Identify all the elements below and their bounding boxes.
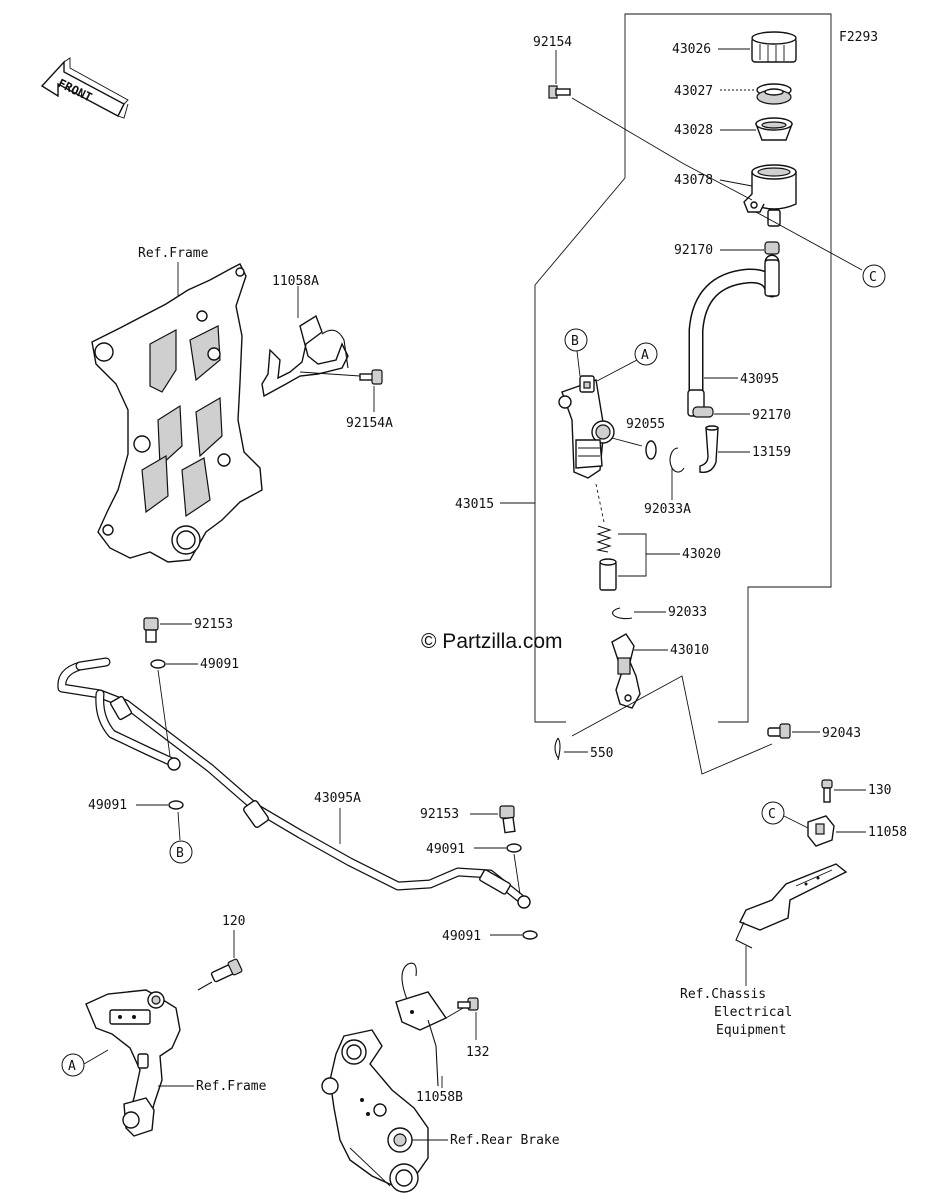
washer-49091-right-lower (522, 930, 538, 940)
svg-text:B: B (176, 846, 184, 861)
ref-circle-b-top: B (564, 328, 588, 352)
ref-rear-brake: Ref.Rear Brake (450, 1133, 560, 1148)
washer-49091-upper (150, 659, 166, 669)
bolt-130 (821, 779, 833, 803)
bolt-132 (457, 997, 479, 1011)
callout-92153-upper: 92153 (194, 617, 233, 632)
callout-92043: 92043 (822, 726, 861, 741)
clamp-11058 (807, 815, 835, 847)
rear-brake-caliper (321, 1029, 429, 1193)
svg-text:A: A (68, 1059, 76, 1074)
svg-text:C: C (768, 807, 776, 822)
diagram-code: F2293 (839, 30, 878, 45)
callout-11058B: 11058B (416, 1090, 463, 1105)
callout-43078: 43078 (674, 173, 713, 188)
clamp-92170-lower (692, 406, 714, 418)
callout-92154A: 92154A (346, 416, 393, 431)
spring-43020 (595, 525, 612, 553)
callout-43028: 43028 (674, 123, 713, 138)
callout-43026: 43026 (672, 42, 711, 57)
callout-49091-right-upper: 49091 (426, 842, 465, 857)
master-cylinder-group-outline (534, 13, 832, 723)
callout-11058A: 11058A (272, 274, 319, 289)
fitting-13159 (699, 425, 719, 473)
clamp-92170-upper (764, 241, 780, 255)
push-rod-43010 (611, 633, 641, 709)
ref-circle-c-low: C (761, 801, 785, 825)
ref-chassis-line3: Equipment (716, 1023, 786, 1038)
chassis-bracket (735, 863, 848, 949)
ref-circle-a-top: A (634, 342, 658, 366)
callout-49091-right-lower: 49091 (442, 929, 481, 944)
cotter-pin-550 (554, 737, 561, 761)
ref-circle-a-low: A (61, 1053, 85, 1077)
piston-43020 (599, 558, 617, 591)
cap-plate-43027 (756, 83, 792, 105)
circlip-92033A (669, 447, 685, 473)
callout-550: 550 (590, 746, 613, 761)
brake-pedal (85, 981, 213, 1137)
ref-frame-top: Ref.Frame (138, 246, 209, 261)
frame-bracket (91, 263, 263, 563)
callout-132: 132 (466, 1045, 489, 1060)
bolt-120 (210, 958, 243, 983)
svg-text:A: A (641, 348, 649, 363)
callout-92154: 92154 (533, 35, 572, 50)
callout-43095: 43095 (740, 372, 779, 387)
callout-120: 120 (222, 914, 245, 929)
callout-92170-lower: 92170 (752, 408, 791, 423)
callout-92170-upper: 92170 (674, 243, 713, 258)
callout-43095A: 43095A (314, 791, 361, 806)
callout-92153-lower: 92153 (420, 807, 459, 822)
ref-chassis-line1: Ref.Chassis (680, 987, 766, 1002)
bolt-92153-lower (499, 805, 516, 834)
washer-49091-left (168, 800, 184, 810)
callout-92033A: 92033A (644, 502, 691, 517)
callout-11058: 11058 (868, 825, 907, 840)
callout-43010: 43010 (670, 643, 709, 658)
diaphragm-43028 (754, 117, 794, 141)
bolt-92153-upper (143, 617, 159, 643)
callout-43027: 43027 (674, 84, 713, 99)
washer-49091-right-upper (506, 843, 522, 853)
circlip-92033 (612, 607, 633, 620)
brake-hose-43095A (57, 657, 531, 909)
pin-92043 (767, 723, 791, 739)
screw-92154 (548, 85, 571, 99)
callout-43015: 43015 (455, 497, 494, 512)
reservoir-hose-43095 (687, 254, 780, 417)
ref-circle-b-low: B (169, 840, 193, 864)
copyright-watermark: © Partzilla.com (421, 630, 563, 653)
callout-92055: 92055 (626, 417, 665, 432)
reservoir-cap-43026 (751, 31, 797, 63)
bracket-11058B (395, 962, 448, 1087)
bolt-92154A (359, 369, 383, 385)
callout-130: 130 (868, 783, 891, 798)
callout-43020: 43020 (682, 547, 721, 562)
svg-text:B: B (571, 334, 579, 349)
callout-49091-left: 49091 (88, 798, 127, 813)
callout-92033: 92033 (668, 605, 707, 620)
ref-circle-c-right: C (862, 264, 886, 288)
bracket-11058A (261, 314, 361, 398)
master-cylinder-body-43015 (558, 375, 615, 479)
svg-text:C: C (869, 270, 877, 285)
reservoir-43078 (743, 164, 797, 227)
front-arrow-icon: FRONT (40, 57, 129, 119)
o-ring-92055 (645, 440, 657, 460)
callout-13159: 13159 (752, 445, 791, 460)
callout-49091-upper: 49091 (200, 657, 239, 672)
ref-frame-bottom: Ref.Frame (196, 1079, 267, 1094)
ref-chassis-line2: Electrical (714, 1005, 792, 1020)
